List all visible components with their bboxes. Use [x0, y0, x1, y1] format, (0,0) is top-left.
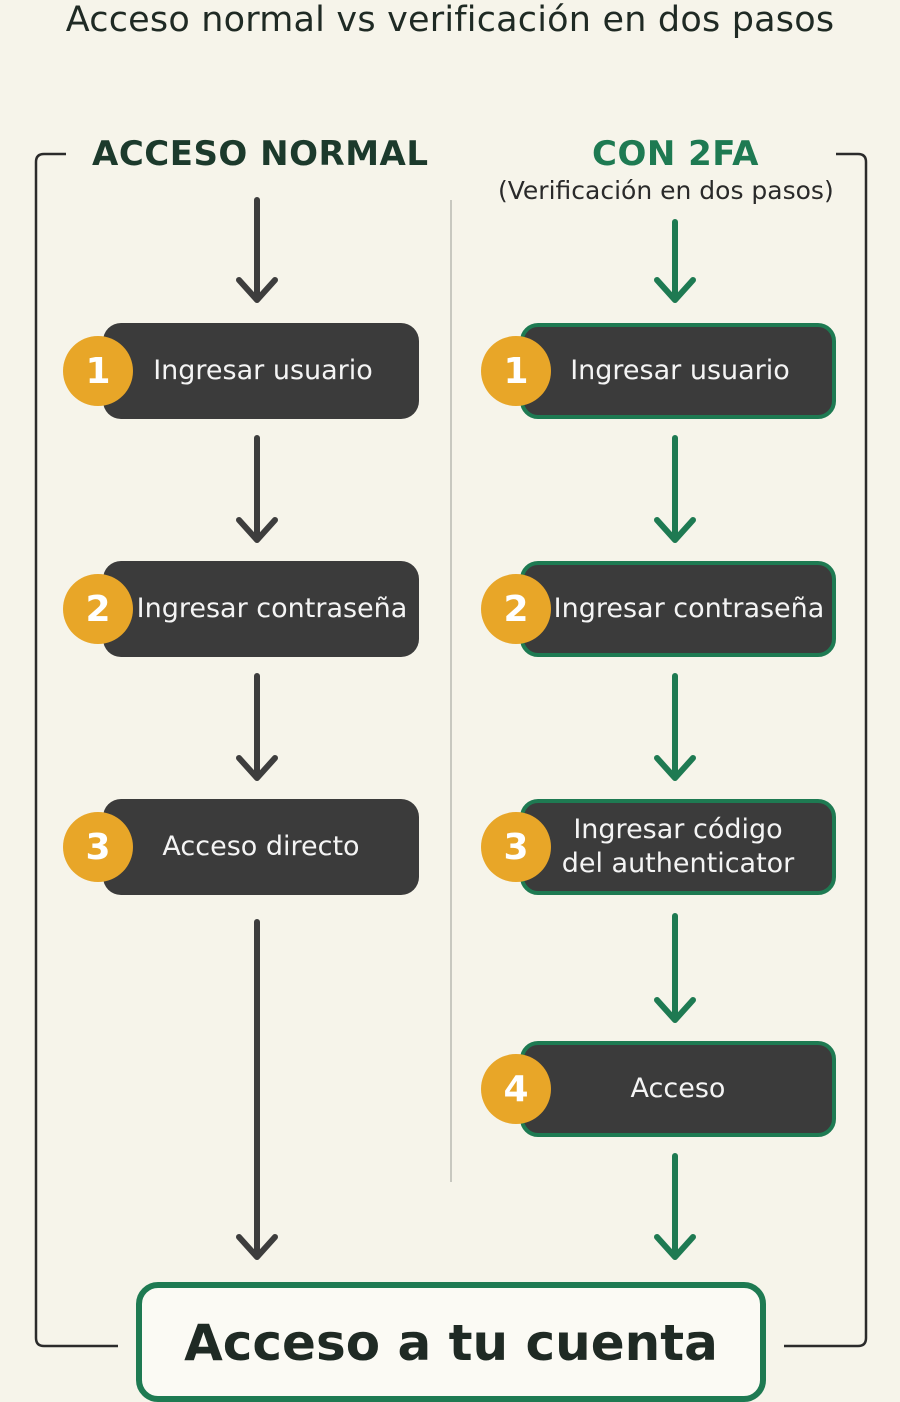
- diagram-title: Acceso normal vs verificación en dos pas…: [65, 0, 835, 40]
- result-label: Acceso a tu cuenta: [184, 1314, 718, 1372]
- tfa-step-3-badge: 3: [481, 812, 551, 882]
- arrow-normal-2: [236, 435, 278, 543]
- arrows-normal: [236, 197, 278, 1260]
- normal-step-3: Acceso directo: [103, 799, 419, 895]
- tfa-subheading: (Verificación en dos pasos): [498, 176, 834, 205]
- normal-step-2: Ingresar contraseña: [103, 561, 419, 657]
- arrow-normal-1: [236, 197, 278, 303]
- tfa-step-1: Ingresar usuario: [520, 323, 836, 419]
- arrows-tfa: [654, 219, 696, 1260]
- tfa-step-2-badge: 2: [481, 574, 551, 644]
- normal-step-1-badge: 1: [63, 336, 133, 406]
- outer-frame-right: [784, 152, 868, 1348]
- tfa-heading: CON 2FA: [592, 134, 759, 174]
- tfa-step-3-text: Ingresar código del authenticator: [562, 813, 795, 881]
- diagram-canvas: [34, 152, 868, 1348]
- tfa-step-2: Ingresar contraseña: [520, 561, 836, 657]
- normal-step-1-label: Ingresar usuario: [153, 355, 373, 386]
- tfa-step-1-label: Ingresar usuario: [570, 355, 790, 386]
- tfa-step-4: Acceso: [520, 1041, 836, 1137]
- normal-step-1: Ingresar usuario: [103, 323, 419, 419]
- arrow-tfa-4: [654, 913, 696, 1023]
- arrow-tfa-5: [654, 1153, 696, 1260]
- tfa-step-3-line2: del authenticator: [561, 848, 795, 879]
- tfa-step-3-line1: Ingresar código: [573, 814, 783, 845]
- tfa-step-1-badge: 1: [481, 336, 551, 406]
- outer-frame-left: [34, 152, 118, 1348]
- tfa-step-3: Ingresar código del authenticator: [520, 799, 836, 895]
- normal-step-2-badge: 2: [63, 574, 133, 644]
- normal-heading: ACCESO NORMAL: [92, 134, 429, 174]
- arrow-normal-4: [236, 919, 278, 1260]
- result-box: Acceso a tu cuenta: [136, 1282, 766, 1402]
- tfa-step-4-badge: 4: [481, 1054, 551, 1124]
- arrow-tfa-1: [654, 219, 696, 303]
- normal-step-3-label: Acceso directo: [162, 831, 360, 862]
- arrow-tfa-2: [654, 435, 696, 543]
- tfa-step-2-label: Ingresar contraseña: [553, 593, 825, 624]
- tfa-step-4-label: Acceso: [630, 1073, 726, 1104]
- arrow-tfa-3: [654, 673, 696, 781]
- arrow-normal-3: [236, 673, 278, 781]
- normal-step-3-badge: 3: [63, 812, 133, 882]
- normal-step-2-label: Ingresar contraseña: [136, 593, 408, 624]
